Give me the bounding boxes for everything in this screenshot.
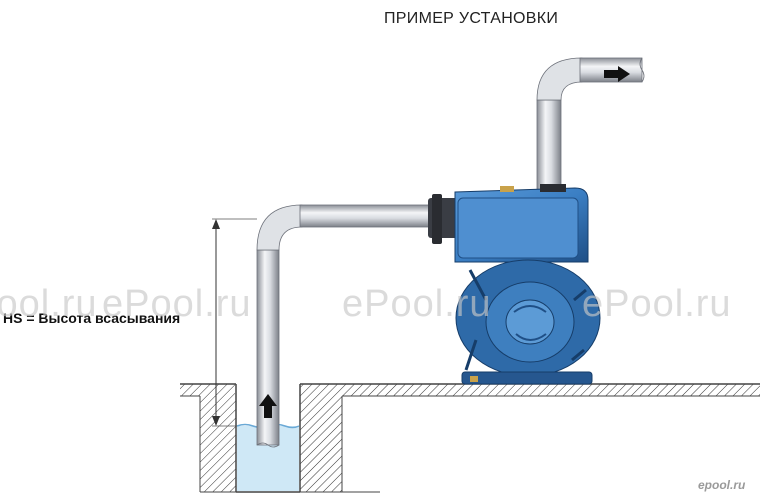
- corner-watermark: epool.ru: [698, 478, 746, 492]
- diagram-title: ПРИМЕР УСТАНОВКИ: [384, 10, 559, 27]
- suction-height-dimension: [212, 218, 257, 427]
- watermark: ePool.ru: [0, 283, 98, 325]
- suction-height-label: HS = Высота всасывания: [3, 310, 181, 326]
- watermark: ePool.ru: [582, 283, 732, 325]
- pump: [428, 184, 601, 385]
- watermark: ePool.ru: [102, 283, 252, 325]
- suction-pipe: [256, 204, 431, 448]
- ground: [180, 383, 760, 493]
- watermark: ePool.ru: [342, 283, 492, 325]
- discharge-pipe: [536, 57, 645, 196]
- arrow-right-icon: [604, 66, 630, 82]
- arrow-up-icon: [259, 394, 277, 418]
